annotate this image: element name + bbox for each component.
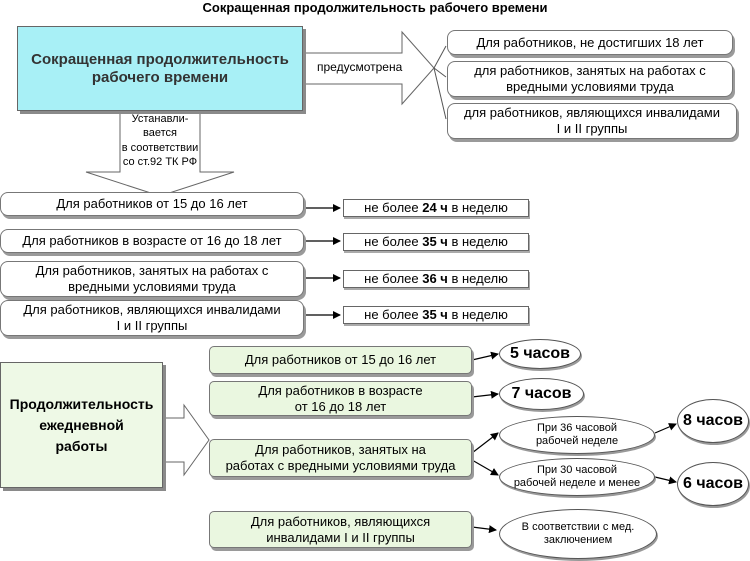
daily-arrow-3a [471,432,499,454]
main-concept-line1: Сокращенная продолжительность [31,50,289,68]
provided-item-under-18: Для работников, не достигших 18 лет [447,30,733,55]
daily-result-6h: 6 часов [677,462,749,506]
daily-duration-line: Продолжительность [9,395,154,412]
weekly-limit-35b: не более 35 ч в неделю [343,306,529,324]
daily-result-7h: 7 часов [499,378,584,410]
daily-result-5h: 5 часов [499,339,581,369]
daily-duration-box: Продолжительность ежедневной работы [0,362,163,488]
daily-item-label: от 16 до 18 лет [294,398,387,414]
medical-conclusion: В соответствии с мед. заключением [499,509,657,559]
daily-arrow-3b [471,459,499,476]
weekly-category-15-16: Для работников от 15 до 16 лет [0,192,304,216]
provided-arrow-label: предусмотрена [317,60,403,74]
weekly-limit-hours: 35 ч [422,307,448,323]
daily-arrow-4 [471,525,497,534]
daily-item-harmful: Для работников, занятых на работах с вре… [209,439,472,477]
daily-item-label: Для работников, являющихся [250,513,431,529]
weekly-category-label: Для работников, занятых на работах с [35,263,269,279]
daily-arrow-1 [471,351,499,361]
daily-item-label: Для работников в возрасте [258,382,423,398]
page-title: Сокращенная продолжительность рабочего в… [202,0,548,15]
provided-item-label: I и II группы [556,121,628,136]
weekly-category-16-18: Для работников в возрасте от 16 до 18 ле… [0,229,304,253]
week-36-line: При 36 часовой [536,421,618,434]
provided-item-harmful: для работников, занятых на работах с вре… [447,61,733,97]
daily-item-label: Для работников от 15 до 16 лет [244,352,437,368]
weekly-limit-35a: не более 35 ч в неделю [343,233,529,251]
down-arrow-line: в соответствии [121,141,199,154]
main-concept-box: Сокращенная продолжительность рабочего в… [17,26,303,111]
week-30-line: При 30 часовой [536,463,618,476]
daily-item-15-16: Для работников от 15 до 16 лет [209,346,472,374]
provided-item-label: Для работников, не достигших 18 лет [476,34,704,50]
daily-result-value: 5 часов [509,345,571,363]
provided-arrow [302,30,435,106]
daily-item-disabled: Для работников, являющихся инвалидами I … [209,511,472,548]
main-concept-line2: рабочего времени [91,68,229,86]
daily-result-value: 7 часов [511,385,572,403]
weekly-limit-hours: 35 ч [422,234,448,250]
down-arrow-text: Устанавли- вается в соответствии со ст.9… [110,112,210,169]
medical-conclusion-line: заключением [543,534,613,546]
weekly-category-label: Для работников от 15 до 16 лет [56,196,248,212]
provided-connector-1 [433,45,447,69]
week-36-condition: При 36 часовой рабочей неделе [499,416,655,454]
weekly-limit-prefix: не более [364,307,423,323]
weekly-category-label: Для работников в возрасте от 16 до 18 ле… [22,233,282,249]
week36-arrow [654,423,677,434]
medical-conclusion-line: В соответствии с мед. [521,520,635,533]
provided-connector-2 [433,67,447,78]
weekly-limit-suffix: в неделю [447,271,508,287]
down-arrow-line: Устанавли- [131,113,189,125]
weekly-limit-prefix: не более [364,234,423,250]
weekly-category-harmful: Для работников, занятых на работах с вре… [0,261,304,297]
daily-item-label: Для работников, занятых на [255,442,426,458]
weekly-limit-24: не более 24 ч в неделю [343,199,529,217]
weekly-limit-prefix: не более [364,271,423,287]
daily-arrow-2 [471,390,499,399]
daily-item-label: работах с вредными условиями труда [225,458,456,473]
weekly-limit-hours: 36 ч [422,271,448,287]
provided-item-label: для работников, являющихся инвалидами [463,105,721,121]
daily-result-value: 8 часов [682,412,744,430]
weekly-limit-prefix: не более [364,200,423,216]
week-30-line: рабочей неделе и менее [513,477,641,489]
weekly-limit-suffix: в неделю [447,234,508,250]
weekly-limit-36: не более 36 ч в неделю [343,270,529,288]
down-arrow-line: вается [143,127,177,140]
daily-item-label: инвалидами I и II группы [266,529,415,545]
provided-item-label: для работников, занятых на работах с [474,63,706,79]
down-arrow [85,112,235,197]
down-arrow-line: со ст.92 ТК РФ [122,155,198,168]
weekly-limit-hours: 24 ч [422,200,448,216]
daily-result-8h: 8 часов [677,399,749,443]
provided-item-label: вредными условиями труда [506,79,674,94]
weekly-category-label: вредными условиями труда [68,279,236,294]
weekly-limit-suffix: в неделю [447,200,508,216]
week30-arrow [654,476,677,485]
weekly-category-label: I и II группы [116,318,188,333]
week-30-condition: При 30 часовой рабочей неделе и менее [499,458,655,496]
daily-duration-line: ежедневной [39,416,124,433]
daily-arrow [162,403,210,477]
provided-connector-3 [433,67,447,120]
weekly-category-label: Для работников, являющихся инвалидами [23,302,281,318]
weekly-limit-suffix: в неделю [447,307,508,323]
daily-result-value: 6 часов [682,475,744,493]
weekly-category-disabled: Для работников, являющихся инвалидами I … [0,300,304,336]
provided-item-disabled: для работников, являющихся инвалидами I … [447,103,737,139]
week-36-line: рабочей неделе [535,435,619,447]
daily-item-16-18: Для работников в возрасте от 16 до 18 ле… [209,381,472,416]
daily-duration-line: работы [55,437,108,454]
